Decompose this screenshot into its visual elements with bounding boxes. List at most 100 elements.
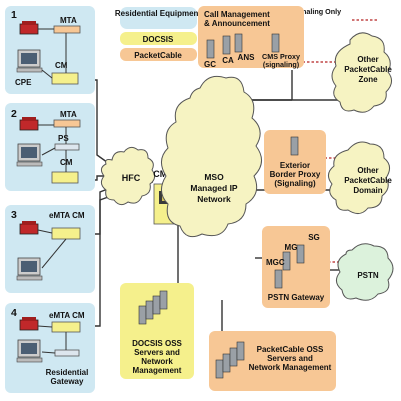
server-icon [138, 305, 147, 325]
server-icon [234, 33, 243, 53]
computer-icon [16, 257, 43, 281]
residential-gateway-icon [54, 349, 80, 357]
ans-label: ANS [238, 53, 256, 62]
home-4-emta-label: eMTA CM [49, 311, 85, 320]
mgc-label: MGC [266, 258, 285, 267]
home-2: 2 MTA PS CM [5, 103, 95, 191]
border-proxy-line1: Exterior [280, 161, 310, 170]
pc-oss-line3: Network Management [249, 363, 332, 372]
pc-oss-line2: Servers and [267, 354, 313, 363]
border-proxy-line2: Border Proxy [270, 170, 321, 179]
legend-packetcable-swatch [120, 48, 197, 61]
cable-modem-icon [51, 72, 79, 85]
docsis-oss-line3: Network [141, 357, 173, 366]
legend-docsis-swatch [120, 32, 197, 45]
pstn-label: PSTN [357, 271, 379, 280]
call-mgmt-title-2: & Announcement [204, 19, 270, 28]
computer-icon [16, 143, 43, 167]
docsis-oss-line2: Servers and [134, 348, 180, 357]
docsis-oss-box [120, 283, 194, 379]
other-domain-line1: Other [357, 166, 378, 175]
portal-services-icon [54, 143, 80, 151]
hfc-label: HFC [122, 173, 141, 183]
pstn-gateway: MG SG MGC PSTN Gateway [262, 226, 330, 308]
server-icon [274, 269, 283, 289]
mso-cloud: MSO Managed IP Network [161, 75, 262, 238]
border-proxy-box [264, 130, 326, 194]
computer-icon [16, 339, 43, 363]
home-4-residential-label: Residential [46, 368, 89, 377]
pc-oss-line1: PacketCable OSS [257, 345, 324, 354]
other-zone-cloud: Other PacketCable Zone [331, 32, 392, 113]
docsis-oss-line4: Management [133, 366, 182, 375]
server-icon [215, 359, 224, 379]
legend-packetcable-label: PacketCable [134, 51, 182, 60]
legend: Residential Equipment DOCSIS PacketCable… [115, 7, 341, 61]
home-4-gateway-label: Gateway [51, 377, 84, 386]
cms-proxy-label: CMS Proxy [262, 52, 300, 61]
server-icon [236, 341, 245, 361]
computer-icon [16, 49, 43, 73]
legend-docsis-label: DOCSIS [143, 35, 174, 44]
home-1-number: 1 [11, 9, 17, 21]
gc-label: GC [204, 60, 216, 69]
legend-residential-swatch [120, 7, 197, 29]
home-4-number: 4 [11, 307, 17, 319]
server-icon [222, 353, 231, 373]
server-icon [229, 347, 238, 367]
server-icon [282, 251, 291, 271]
emta-cable-modem-icon [51, 227, 81, 240]
legend-signaling-label: Signaling Only [291, 7, 341, 16]
call-mgmt-title-1: Call Management [204, 10, 270, 19]
server-icon [296, 244, 305, 264]
server-icon [290, 136, 299, 156]
other-zone-line1: Other [357, 55, 378, 64]
hfc-cloud: HFC [100, 146, 156, 206]
pstn-gateway-title: PSTN Gateway [268, 293, 325, 302]
home-2-number: 2 [11, 108, 17, 120]
mso-line3: Network [197, 194, 231, 204]
home-3-emta-label: eMTA CM [49, 211, 85, 220]
legend-residential-label: Residential Equipment [115, 9, 202, 18]
home-1-cpe-label: CPE [15, 78, 32, 87]
telephone-icon [19, 317, 39, 331]
home-2-mta-label: MTA [60, 110, 77, 119]
mta-device-icon [53, 25, 81, 34]
pstn-cloud: PSTN [336, 243, 394, 301]
packetcable-oss: PacketCable OSS Servers and Network Mana… [209, 331, 336, 391]
other-domain-line3: Domain [353, 186, 382, 195]
server-icon [222, 35, 231, 55]
telephone-icon [19, 221, 39, 235]
docsis-oss: DOCSIS OSS Servers and Network Managemen… [120, 283, 194, 379]
home-1: 1 MTA CPE CM [5, 6, 95, 94]
mso-line1: MSO [204, 172, 224, 182]
telephone-icon [19, 117, 39, 131]
other-domain-line2: PacketCable [344, 176, 392, 185]
server-icon [271, 33, 280, 53]
call-management: Call Management & Announcement GC CA ANS… [198, 6, 304, 69]
cms-proxy-sub: (signaling) [263, 60, 300, 69]
docsis-oss-line1: DOCSIS OSS [132, 339, 182, 348]
mg-label: MG [285, 243, 298, 252]
server-icon [145, 300, 154, 320]
other-domain-cloud: Other PacketCable Domain [328, 141, 392, 214]
border-proxy: Exterior Border Proxy (Signaling) [264, 130, 326, 194]
other-zone-line3: Zone [358, 75, 378, 84]
home-4: 4 eMTA CM Residential Gateway [5, 303, 95, 393]
server-icon [152, 295, 161, 315]
border-proxy-line3: (Signaling) [274, 179, 316, 188]
home-3: 3 eMTA CM [5, 205, 95, 293]
server-icon [159, 290, 168, 310]
mso-line2: Managed IP [190, 183, 238, 193]
home-1-mta-label: MTA [60, 16, 77, 25]
emta-cable-modem-icon [51, 321, 81, 333]
telephone-icon [19, 21, 39, 35]
home-3-number: 3 [11, 209, 17, 221]
other-zone-line2: PacketCable [344, 65, 392, 74]
mta-device-icon [53, 119, 81, 128]
cable-modem-icon [51, 171, 79, 184]
home-2-ps-label: PS [58, 134, 69, 143]
server-icon [206, 39, 215, 59]
